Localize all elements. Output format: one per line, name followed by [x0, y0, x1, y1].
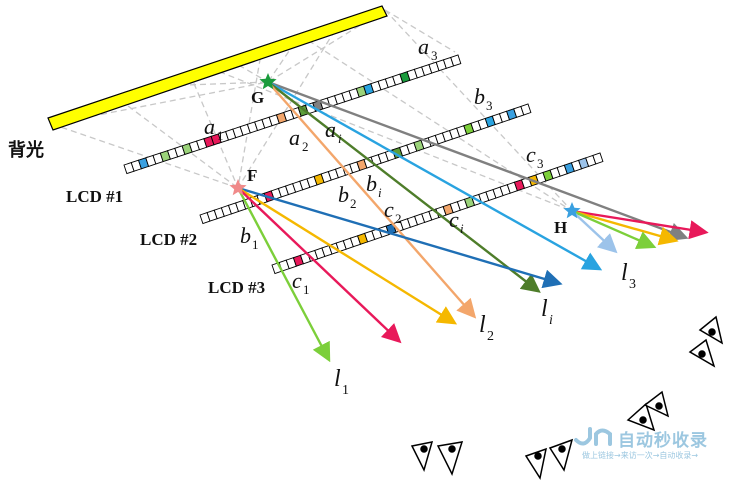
point-g-star-icon	[259, 73, 277, 90]
ray-g-darkgreen	[267, 81, 541, 293]
svg-text:2: 2	[302, 139, 309, 154]
lcd1-pixel	[450, 54, 462, 67]
watermark-logo-icon	[574, 427, 612, 446]
svg-text:b: b	[338, 182, 349, 207]
svg-text:c: c	[449, 207, 459, 232]
svg-text:c: c	[292, 268, 302, 293]
light-rays	[236, 80, 709, 363]
svg-text:2: 2	[350, 196, 357, 211]
svg-text:3: 3	[629, 277, 636, 292]
point-f-star-icon	[229, 179, 247, 196]
svg-text:1: 1	[303, 282, 310, 297]
watermark-subtitle: 做上链接→来访一次→自动收录→	[582, 451, 699, 460]
eye-icon-right-upper	[688, 315, 724, 368]
ray-h-green	[571, 209, 657, 250]
lcd-layer-3	[271, 152, 604, 275]
backlight-label: 背光	[8, 139, 44, 160]
svg-text:c: c	[526, 142, 536, 167]
svg-text:i: i	[378, 185, 382, 200]
point-f-label: F	[247, 166, 257, 185]
watermark-title: 自动秒收录	[618, 431, 708, 451]
svg-text:b: b	[366, 171, 377, 196]
ray-g-orange	[267, 81, 477, 319]
ray-f-green	[236, 187, 331, 363]
ray-h-lightblue	[571, 210, 618, 254]
svg-text:l: l	[334, 366, 341, 392]
svg-text:a: a	[325, 117, 336, 142]
svg-text:c: c	[384, 197, 394, 222]
point-h-label: H	[554, 218, 567, 237]
svg-text:l: l	[621, 260, 628, 286]
svg-text:2: 2	[395, 211, 402, 226]
lcd2-label: LCD #2	[140, 230, 197, 249]
ray-f-yellow	[237, 186, 458, 325]
svg-text:3: 3	[431, 48, 438, 63]
svg-text:l: l	[479, 312, 486, 338]
svg-text:a: a	[289, 125, 300, 150]
svg-text:3: 3	[486, 98, 493, 113]
ray-g-gray	[267, 80, 689, 241]
svg-text:b: b	[474, 84, 485, 109]
ray-h-red	[571, 209, 709, 240]
point-g-label: G	[251, 88, 264, 107]
eye-icon-bottom-right	[524, 438, 574, 480]
svg-text:i: i	[338, 131, 342, 146]
ray-g-cyan	[267, 80, 603, 271]
dashed-projection-lines	[51, 9, 573, 212]
lcd2-pixel	[520, 103, 532, 116]
svg-text:a: a	[418, 34, 429, 59]
lcd3-label: LCD #3	[208, 278, 265, 297]
svg-text:i: i	[549, 313, 553, 328]
backlight-panel	[47, 5, 388, 131]
svg-text:l: l	[541, 296, 548, 322]
eye-icon-bottom-center	[410, 441, 464, 476]
eye-icon-mid	[626, 390, 670, 432]
lcd1-label: LCD #1	[66, 187, 123, 206]
svg-text:b: b	[240, 223, 251, 248]
point-h-star-icon	[563, 202, 581, 219]
ray-f-red	[237, 187, 402, 344]
lcd3-pixel	[592, 152, 604, 165]
svg-text:a: a	[204, 114, 215, 139]
svg-text:3: 3	[537, 156, 544, 171]
lcd-layer-1	[123, 54, 462, 175]
svg-text:1: 1	[217, 128, 224, 143]
ray-f-blue	[237, 186, 563, 289]
ray-h-yellow	[571, 209, 679, 246]
svg-text:1: 1	[252, 237, 259, 252]
svg-text:2: 2	[487, 329, 494, 344]
svg-text:i: i	[460, 221, 464, 236]
watermark: 自动秒收录 做上链接→来访一次→自动收录→	[568, 426, 728, 468]
svg-text:1: 1	[342, 383, 349, 398]
